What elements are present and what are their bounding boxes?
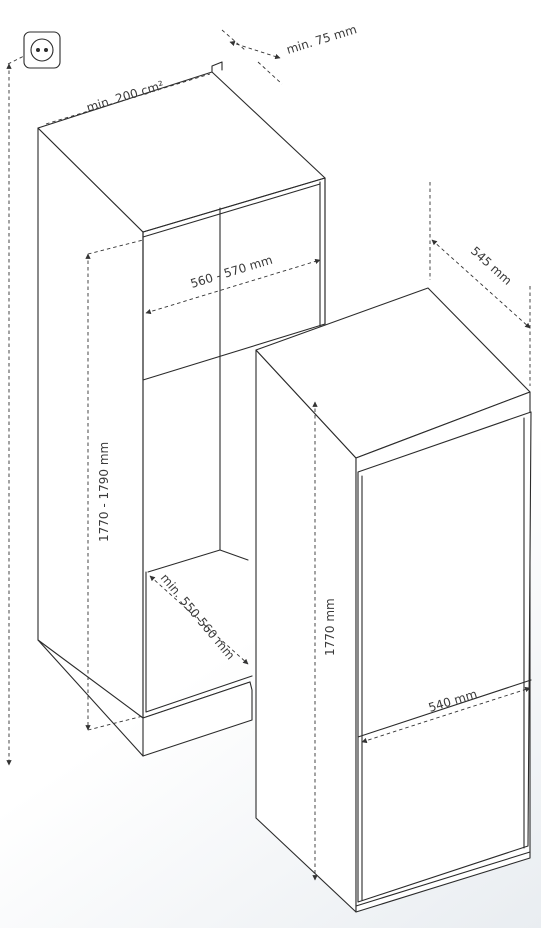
vent-gap-label: min. 75 mm — [285, 22, 359, 57]
socket-leader-line — [7, 55, 25, 65]
niche-height-label: 1770 - 1790 mm — [97, 442, 111, 542]
power-socket-icon — [23, 31, 61, 69]
niche-depth-label: min. 550-560 mm — [158, 571, 238, 662]
vent-gap-dimension-line — [229, 40, 281, 60]
fridge-appliance — [255, 287, 532, 913]
appliance-width-dimension-line — [361, 686, 531, 744]
appliance-height-label: 1770 mm — [323, 598, 337, 656]
cabinet-niche — [37, 61, 326, 757]
niche-floor — [145, 571, 253, 713]
appliance-depth-label: 545 mm — [468, 244, 515, 288]
niche-width-dimension-line — [145, 258, 321, 315]
niche-depth-dimension-line — [149, 575, 249, 665]
vent-notch — [211, 61, 223, 73]
niche-inner-top-edge — [142, 183, 321, 238]
fridge-door-panel — [357, 411, 532, 903]
vent-area-dimension-line — [45, 73, 211, 125]
appliance-depth-dimension-line — [431, 239, 531, 329]
cabinet-plinth — [142, 681, 253, 757]
